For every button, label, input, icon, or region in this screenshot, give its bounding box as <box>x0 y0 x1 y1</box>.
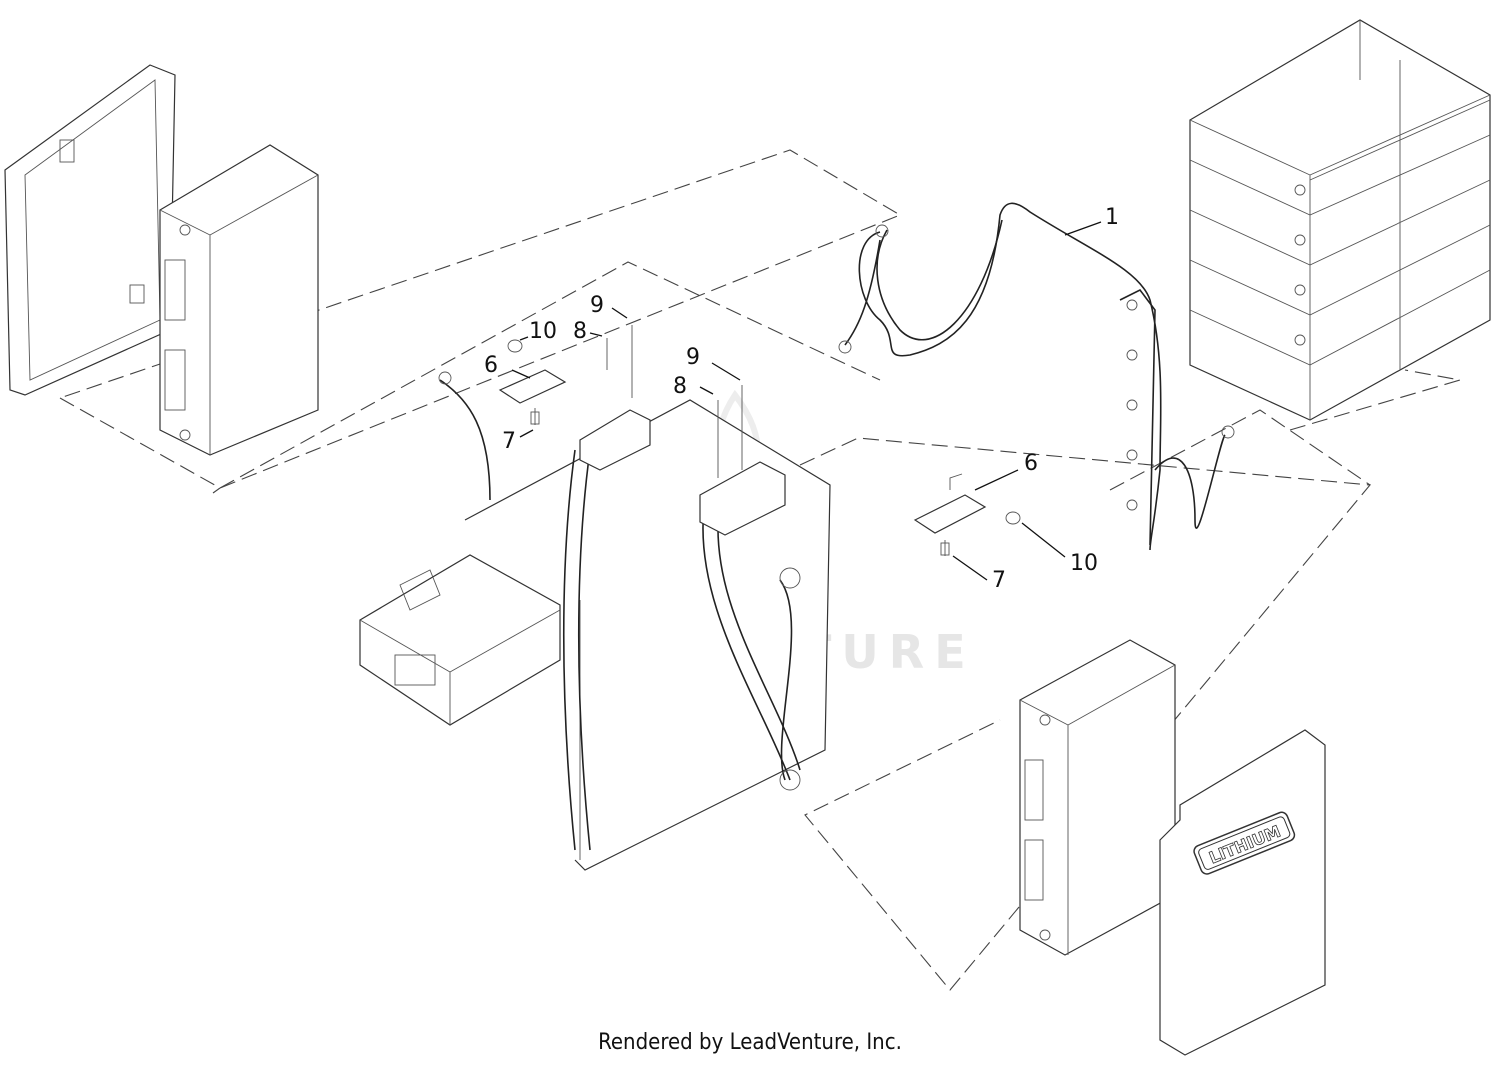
left-battery-cover <box>4 64 176 396</box>
battery-stack <box>1189 19 1491 421</box>
callout-1: 1 <box>1105 205 1119 230</box>
callout-9-left: 9 <box>590 293 604 318</box>
bolts <box>606 325 743 478</box>
clip-right <box>1005 511 1021 525</box>
callout-8-right: 8 <box>673 374 687 399</box>
callout-numbers: 1 6 7 8 9 10 6 7 8 9 10 <box>484 205 1119 593</box>
cable-harness-part-1 <box>838 202 1235 551</box>
callout-10-left: 10 <box>529 319 557 344</box>
right-battery-module <box>1019 639 1176 956</box>
callout-10-right: 10 <box>1070 551 1098 576</box>
bracket-left <box>498 369 567 425</box>
render-credit: Rendered by LeadVenture, Inc. <box>598 1030 902 1055</box>
callout-6-right: 6 <box>1024 451 1038 476</box>
controller-unit <box>359 554 561 726</box>
callout-7-right: 7 <box>992 568 1006 593</box>
right-battery-cover: LITHIUM <box>1159 729 1326 1056</box>
left-battery-module <box>159 144 319 456</box>
bracket-right <box>913 473 987 556</box>
callout-leaders <box>511 221 1102 581</box>
callout-9-right: 9 <box>686 345 700 370</box>
clip-left <box>507 339 523 353</box>
callout-6-left: 6 <box>484 353 498 378</box>
control-panel-assembly <box>438 371 831 871</box>
callout-8-left: 8 <box>573 319 587 344</box>
callout-7-left: 7 <box>502 429 516 454</box>
